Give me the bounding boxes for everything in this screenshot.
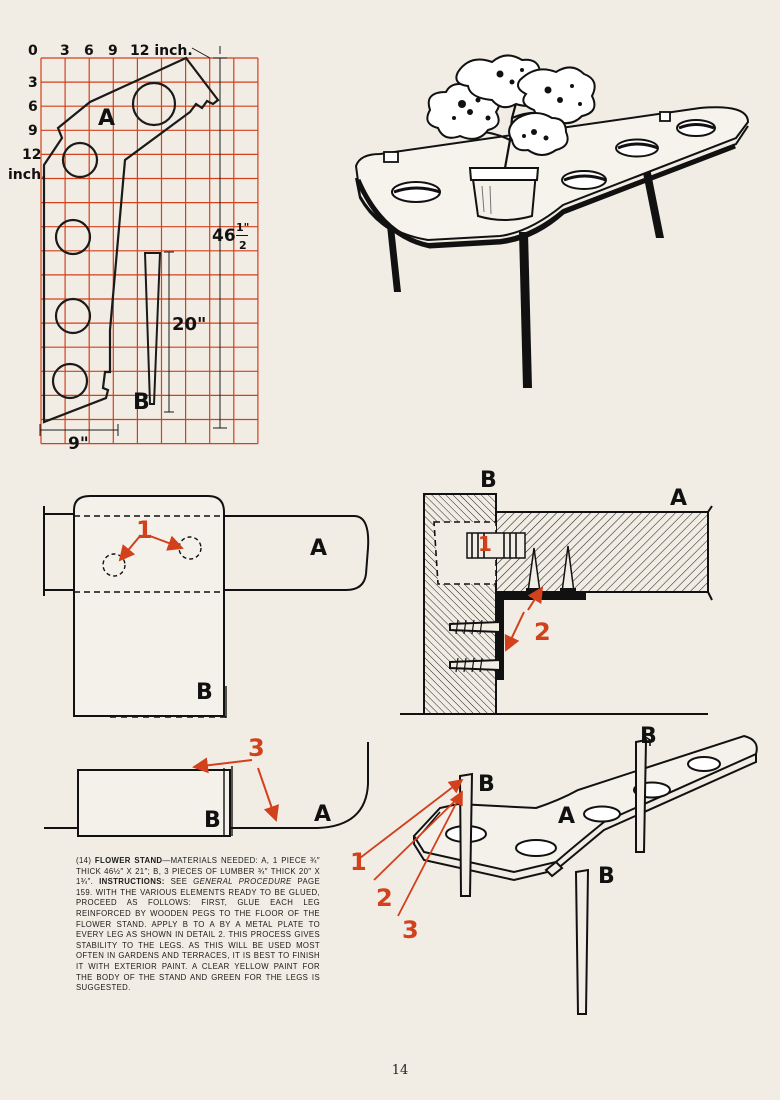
finished-stand-illustration — [354, 54, 750, 388]
assembly-legs — [458, 735, 651, 1015]
grid-y-label-inch: inch. — [8, 167, 47, 183]
assembly-label-b-mid: B — [478, 772, 495, 797]
stand-length-fraction-denominator: 2 — [239, 239, 247, 252]
detail-2-callout-arrows — [504, 586, 544, 652]
detail-2-drawing — [400, 493, 713, 715]
detail-1-callout-arrows — [118, 535, 184, 562]
stand-length-dimension: 46 — [212, 226, 236, 246]
detail-3-label-a: A — [314, 802, 332, 827]
caption-title: FLOWER STAND — [94, 856, 163, 865]
assembly-step-3: 3 — [402, 916, 419, 944]
grid-y-label-6: 6 — [28, 99, 38, 115]
detail-3-label-b: B — [204, 808, 221, 833]
grid-x-label-3: 3 — [60, 43, 70, 59]
stand-length-fraction-numerator: 1" — [236, 221, 250, 234]
detail-3-callout-number: 3 — [248, 734, 265, 762]
caption-instructions-body: PAGE 159. WITH THE VARIOUS ELEMENTS READ… — [76, 877, 320, 993]
leg-length-dimension: 20" — [172, 314, 207, 335]
detail-1-label-b: B — [196, 680, 213, 705]
caption-materials: —MATERIALS NEEDED: A, 1 PIECE ¾″ THICK 4… — [76, 856, 320, 887]
detail-2-callout-2: 2 — [534, 618, 551, 646]
caption-number: (14) — [76, 856, 92, 865]
detail-2-label-b: B — [480, 468, 497, 493]
part-a-outline — [42, 56, 220, 424]
detail-3-drawing — [44, 742, 369, 837]
caption-instructions-label: INSTRUCTIONS: — [99, 877, 165, 887]
detail-1-label-a: A — [310, 536, 328, 561]
assembly-callout-lines — [359, 778, 464, 917]
detail-1-drawing — [43, 495, 370, 718]
assembly-label-b-bottom: B — [598, 864, 615, 889]
assembly-illustration — [412, 734, 758, 882]
stand-width-dimension: 9" — [68, 434, 89, 454]
part-a-label: A — [98, 106, 116, 131]
instructions-caption: (14) FLOWER STAND—MATERIALS NEEDED: A, 1… — [76, 856, 320, 994]
detail-2-callout-1: 1 — [478, 532, 492, 556]
page-number: 14 — [391, 1063, 409, 1078]
grid-x-label-6: 6 — [84, 43, 94, 59]
caption-instructions-pre: SEE — [164, 877, 194, 887]
grid-y-label-12: 12 — [22, 147, 42, 163]
part-b-label: B — [133, 390, 150, 415]
grid-x-label-0: 0 — [28, 43, 38, 59]
detail-2-label-a: A — [670, 486, 688, 511]
dimension-lines — [39, 46, 227, 436]
part-b-leg — [143, 252, 162, 405]
fraction-bar — [236, 235, 248, 236]
caption-instructions-ref: GENERAL PROCEDURE — [193, 877, 292, 887]
assembly-step-1: 1 — [350, 848, 367, 876]
grid-y-label-9: 9 — [28, 123, 38, 139]
grid-y-label-3: 3 — [28, 75, 38, 91]
grid-x-label-12: 12 inch. — [130, 43, 193, 59]
assembly-step-2: 2 — [376, 884, 393, 912]
grid-x-label-9: 9 — [108, 43, 118, 59]
detail-3-callout-arrows — [192, 757, 279, 822]
detail-1-callout-number: 1 — [136, 516, 153, 544]
assembly-label-b-top: B — [640, 724, 657, 749]
assembly-label-a: A — [558, 804, 576, 829]
